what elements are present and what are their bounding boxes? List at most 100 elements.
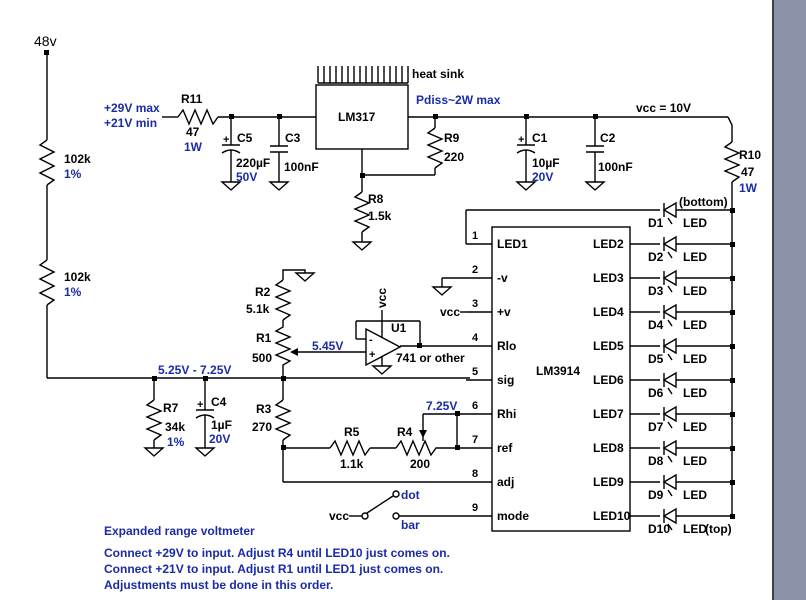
lm3914-pin-number: 3 [472, 298, 478, 310]
r10-rating: 1W [739, 181, 758, 195]
c2-ref: C2 [600, 131, 616, 145]
r10-resistor [723, 141, 741, 183]
svg-text:LED: LED [683, 284, 707, 298]
lm3914-pin-name: Rhi [497, 407, 516, 421]
r5-ref: R5 [344, 425, 360, 439]
lm3914-pin-number: 4 [472, 332, 479, 344]
r1-pot [274, 320, 292, 378]
r7-value: 34k [165, 420, 185, 434]
svg-text:+: + [223, 134, 229, 146]
c1-value: 10µF [532, 156, 560, 170]
r8-value: 1.5k [368, 209, 392, 223]
r2-ground [294, 272, 316, 282]
svg-text:LED: LED [683, 522, 707, 536]
svg-text:(top): (top) [705, 522, 732, 536]
lm3914-pin-name: -v [497, 271, 508, 285]
lm3914-led-pin-name: LED5 [593, 339, 624, 353]
r10-value: 47 [741, 165, 755, 179]
c5-ground [220, 181, 242, 191]
switch-bar-terminal[interactable] [392, 512, 400, 520]
switch-dot-terminal[interactable] [392, 490, 400, 498]
r1-value: 500 [252, 351, 272, 365]
svg-text:D9: D9 [648, 488, 664, 502]
r8-ref: R8 [368, 192, 384, 206]
r7-resistor [145, 399, 163, 441]
divider-resistor-bottom [38, 259, 56, 306]
switch-dot-label: dot [401, 488, 420, 502]
window-edge [772, 0, 774, 600]
r2-resistor [274, 279, 292, 321]
svg-text:D4: D4 [648, 318, 664, 332]
r7-ground [143, 447, 165, 457]
r4-pot [395, 439, 466, 457]
r3-ref: R3 [256, 402, 272, 416]
r2-value: 5.1k [246, 302, 270, 316]
lm3914-pin-number: 5 [472, 366, 478, 378]
lm3914-led-pin-name: LED10 [593, 509, 631, 523]
svg-text:LED: LED [683, 420, 707, 434]
svg-text:LED: LED [683, 386, 707, 400]
r7-tol: 1% [167, 435, 185, 449]
input-max-label: +29V max [104, 101, 160, 115]
svg-text:D1: D1 [648, 216, 664, 230]
r5-value: 1.1k [340, 457, 364, 471]
r11-resistor [177, 108, 219, 126]
mode-switch-lever[interactable] [366, 495, 394, 514]
rhi-voltage: 7.25V [426, 399, 457, 413]
r1-ref: R1 [256, 331, 272, 345]
lm317-label: LM317 [338, 110, 376, 124]
vcc-rail-label: vcc = 10V [636, 101, 691, 115]
led-d1: D1 LED (bottom) [648, 195, 735, 230]
svg-text:+: + [197, 399, 203, 411]
r9-resistor [426, 127, 444, 169]
r10-ref: R10 [739, 148, 761, 162]
rd1-value: 102k [64, 152, 91, 166]
u1-ref: U1 [391, 321, 407, 335]
lm3914-pin-name: mode [497, 509, 529, 523]
r3-resistor [274, 399, 292, 441]
note-line-1: Connect +29V to input. Adjust R4 until L… [104, 546, 450, 560]
r8-resistor [353, 191, 371, 233]
svg-text:D2: D2 [648, 250, 664, 264]
r11-ref: R11 [181, 92, 203, 106]
svg-text:D3: D3 [648, 284, 664, 298]
r11-rating: 1W [184, 140, 203, 154]
svg-text:D8: D8 [648, 454, 664, 468]
pin2-ground [431, 286, 453, 296]
c4-rating: 20V [209, 432, 230, 446]
svg-text:(bottom): (bottom) [679, 195, 728, 209]
svg-text:+: + [369, 349, 375, 361]
u1-vcc-label: vcc [375, 288, 389, 308]
lm3914-pin-name: +v [497, 305, 511, 319]
supply-node [44, 50, 49, 55]
input-min-label: +21V min [104, 116, 157, 130]
lm3914-pin-name: sig [497, 373, 514, 387]
switch-common-terminal[interactable] [361, 512, 369, 520]
c2-value: 100nF [598, 160, 633, 174]
schematic-diagram: 48v 102k 1% 102k 1% +29V max +21V min R1… [34, 33, 761, 592]
lm3914-pin-name: ref [497, 441, 513, 455]
c3-ground [268, 181, 290, 191]
switch-bar-label: bar [401, 518, 420, 532]
svg-text:-: - [369, 334, 373, 346]
lm3914-led-pin-name: LED9 [593, 475, 624, 489]
rd1-tol: 1% [64, 167, 82, 181]
sig-range-voltage: 5.25V - 7.25V [158, 363, 231, 377]
c1-rating: 20V [532, 170, 553, 184]
svg-text:LED: LED [683, 216, 707, 230]
svg-text:LED: LED [683, 250, 707, 264]
r4-ref: R4 [397, 425, 413, 439]
u1-value: 741 or other [396, 351, 465, 365]
lm3914-pin-name: LED1 [497, 237, 528, 251]
r4-value: 200 [410, 457, 430, 471]
divider-resistor-top [38, 139, 56, 186]
svg-text:+: + [518, 134, 524, 146]
